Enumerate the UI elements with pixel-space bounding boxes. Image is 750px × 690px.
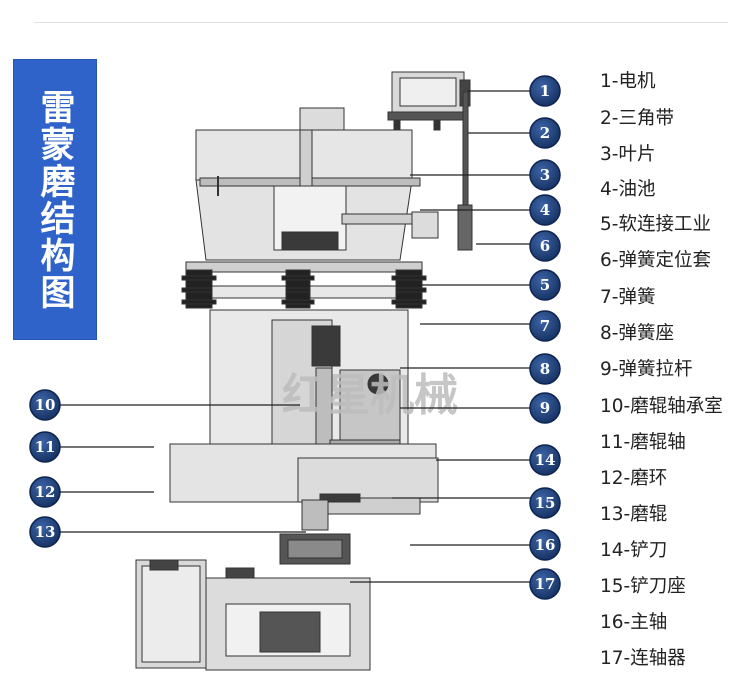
legend-item-15: 15-铲刀座: [600, 576, 686, 597]
main-shaft-16: [301, 499, 329, 531]
callout-13: 15: [529, 487, 561, 519]
svg-text:2: 2: [540, 124, 550, 142]
callout-17: 17: [529, 568, 561, 600]
diagram-title: 雷蒙磨结构图: [34, 88, 75, 311]
legend-item-12: 12-磨环: [600, 468, 668, 489]
callout-3: 3: [529, 159, 561, 191]
callout-5: 5: [529, 269, 561, 301]
svg-text:9: 9: [540, 399, 550, 417]
callout-15: 16: [529, 529, 561, 561]
svg-text:16: 16: [535, 536, 556, 554]
callout-11: 11: [29, 431, 61, 463]
svg-text:14: 14: [535, 451, 556, 469]
callout-6: 6: [529, 230, 561, 262]
svg-text:10: 10: [35, 396, 56, 414]
callout-badges: 1 2 3 4 6 5 7 8 9 14 15 16 17 10 11 12 1…: [29, 75, 561, 600]
svg-text:7: 7: [540, 317, 550, 335]
legend-item-13: 13-磨辊: [600, 504, 668, 525]
legend-item-16: 16-主轴: [600, 612, 668, 633]
svg-text:4: 4: [540, 201, 550, 219]
title-panel: 雷蒙磨结构图: [13, 59, 97, 340]
leader-lines: [60, 90, 531, 583]
legend-item-17: 17-连轴器: [600, 648, 686, 669]
spring-assembly-mid: [281, 269, 315, 309]
legend-item-3: 3-叶片: [600, 144, 656, 165]
callout-7: 7: [529, 310, 561, 342]
callout-8: 8: [529, 353, 561, 385]
legend-item-14: 14-铲刀: [600, 540, 668, 561]
legend-item-4: 4-油池: [600, 179, 656, 200]
callout-1: 1: [529, 75, 561, 107]
spring-assembly-right: [391, 269, 427, 309]
callout-16: 13: [29, 516, 61, 548]
callout-9: 9: [529, 392, 561, 424]
svg-text:5: 5: [540, 276, 550, 294]
legend-item-7: 7-弹簧: [600, 287, 656, 308]
callout-12: 14: [529, 444, 561, 476]
legend-item-11: 11-磨辊轴: [600, 432, 686, 453]
legend-item-9: 9-弹簧拉杆: [600, 359, 693, 380]
spring-assembly-left: [181, 269, 217, 309]
legend-item-8: 8-弹簧座: [600, 323, 674, 344]
legend-item-1: 1-电机: [600, 71, 656, 92]
callout-4: 4: [529, 194, 561, 226]
legend-item-6: 6-弹簧定位套: [600, 250, 711, 271]
svg-text:1: 1: [540, 82, 550, 100]
svg-text:12: 12: [35, 483, 56, 501]
legend-item-5: 5-软连接工业: [600, 214, 711, 235]
legend-item-10: 10-磨辊轴承室: [600, 396, 723, 417]
watermark-text: 红星机械: [282, 370, 458, 421]
legend-item-2: 2-三角带: [600, 108, 674, 129]
svg-text:15: 15: [535, 494, 556, 512]
svg-text:17: 17: [535, 575, 556, 593]
svg-text:6: 6: [540, 237, 550, 255]
svg-text:3: 3: [540, 166, 550, 184]
callout-14: 12: [29, 476, 61, 508]
callout-10: 10: [29, 389, 61, 421]
callout-2: 2: [529, 117, 561, 149]
svg-text:11: 11: [35, 438, 56, 456]
svg-text:13: 13: [35, 523, 56, 541]
svg-text:8: 8: [540, 360, 550, 378]
top-divider: [34, 22, 728, 23]
machine-illustration: [135, 71, 473, 671]
